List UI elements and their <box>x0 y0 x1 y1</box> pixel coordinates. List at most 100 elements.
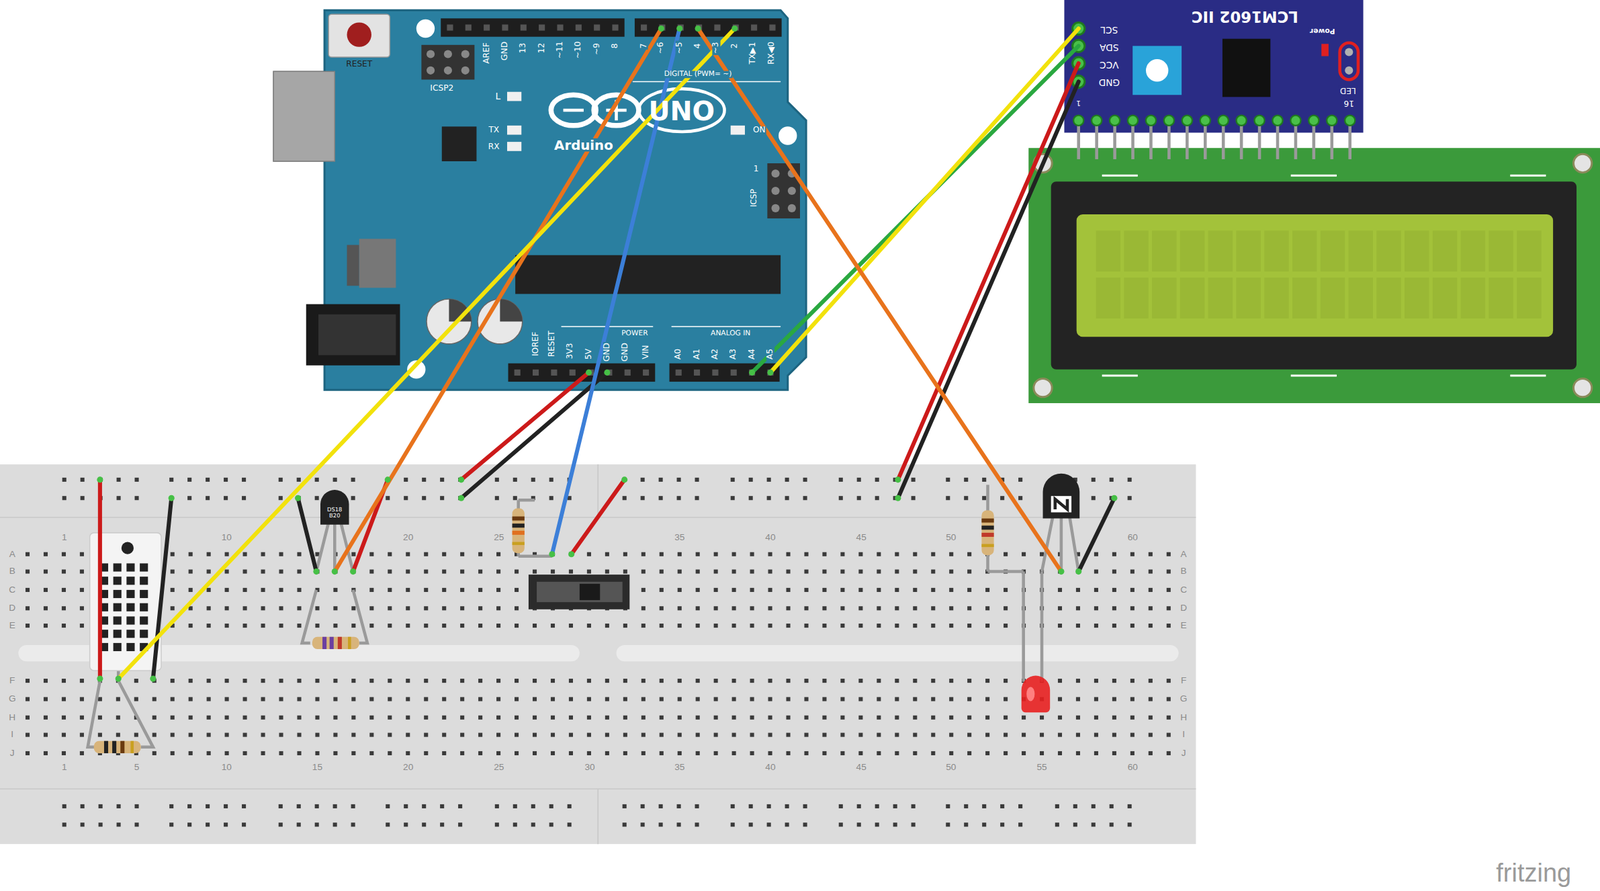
breadboard-hole <box>1057 696 1062 701</box>
breadboard-hole <box>495 804 500 809</box>
breadboard-hole <box>116 477 121 482</box>
row-letter: E <box>8 620 17 631</box>
breadboard-hole <box>875 495 880 500</box>
breadboard-hole <box>135 822 140 827</box>
breadboard-hole <box>80 495 85 500</box>
breadboard-hole <box>61 678 66 683</box>
breadboard-hole <box>641 623 646 628</box>
breadboard-hole <box>550 569 555 574</box>
breadboard-hole <box>369 750 374 755</box>
breadboard-hole <box>61 732 66 737</box>
breadboard-hole <box>732 696 737 701</box>
breadboard-hole <box>43 732 48 737</box>
breadboard-hole <box>1094 605 1099 610</box>
row-letter: D <box>8 603 17 613</box>
breadboard-hole <box>278 732 283 737</box>
breadboard-hole <box>840 569 845 574</box>
dht-sensor <box>113 615 122 625</box>
breadboard-hole <box>514 587 519 592</box>
breadboard-hole <box>840 732 845 737</box>
breadboard-hole <box>439 804 444 809</box>
breadboard-hole <box>61 587 66 592</box>
lcd-pin <box>1145 115 1157 126</box>
lcd-display <box>1102 174 1138 177</box>
breadboard-hole <box>714 587 719 592</box>
breadboard-hole <box>949 715 954 720</box>
dht-sensor <box>139 603 148 612</box>
resistor <box>87 484 1024 753</box>
breadboard-hole <box>1057 605 1062 610</box>
breadboard-hole <box>513 477 518 482</box>
lcd-character-cell <box>1488 277 1513 319</box>
breadboard-hole <box>840 623 845 628</box>
breadboard-hole <box>387 750 392 755</box>
breadboard-hole <box>1018 477 1023 482</box>
dht-sensor <box>113 589 122 598</box>
pin-header <box>556 24 563 31</box>
breadboard-hole <box>460 696 465 701</box>
row-letter: B <box>1179 566 1188 577</box>
breadboard-hole <box>170 569 175 574</box>
breadboard-hole <box>568 678 573 683</box>
pin-label: ~11 <box>556 40 565 60</box>
pin-label: A0 <box>674 347 683 361</box>
lcd-display <box>1033 378 1052 397</box>
wire-end <box>1110 495 1118 502</box>
resistor <box>518 498 535 502</box>
resistor <box>347 636 352 649</box>
breadboard-hole <box>768 605 773 610</box>
breadboard-hole <box>351 696 356 701</box>
breadboard-hole <box>677 495 682 500</box>
breadboard-hole <box>876 552 881 557</box>
breadboard-hole <box>804 750 809 755</box>
breadboard-hole <box>333 678 338 683</box>
breadboard-hole <box>695 804 700 809</box>
breadboard-hole <box>730 477 735 482</box>
pin-header <box>769 24 776 31</box>
breadboard-hole <box>421 822 426 827</box>
breadboard-hole <box>876 587 881 592</box>
breadboard-hole <box>623 623 628 628</box>
breadboard-hole <box>605 552 610 557</box>
breadboard-hole <box>930 587 936 592</box>
breadboard-hole <box>641 569 646 574</box>
i2c-module <box>1132 45 1182 95</box>
breadboard-hole <box>659 623 664 628</box>
breadboard-hole <box>750 605 755 610</box>
breadboard-hole <box>441 678 447 683</box>
column-number: 35 <box>673 762 686 772</box>
breadboard-hole <box>405 678 410 683</box>
arduino-board <box>778 126 797 145</box>
breadboard-hole <box>912 605 917 610</box>
breadboard-hole <box>640 477 645 482</box>
breadboard-hole <box>605 715 610 720</box>
breadboard-hole <box>385 804 390 809</box>
breadboard-hole <box>25 605 30 610</box>
breadboard-hole <box>80 822 85 827</box>
breadboard-hole <box>98 732 103 737</box>
breadboard-hole <box>695 623 700 628</box>
wire-end <box>458 495 465 502</box>
breadboard-hole <box>296 822 301 827</box>
breadboard-hole <box>677 569 682 574</box>
breadboard-hole <box>61 750 66 755</box>
pin-label: 7 <box>639 42 648 50</box>
breadboard-hole <box>840 678 845 683</box>
breadboard-hole <box>205 495 210 500</box>
breadboard-hole <box>460 678 465 683</box>
breadboard-hole <box>206 732 211 737</box>
breadboard-hole <box>43 552 48 557</box>
part-label: DS18 B20 <box>325 507 344 520</box>
breadboard-hole <box>351 732 356 737</box>
breadboard-hole <box>623 750 628 755</box>
pin-header <box>501 24 508 31</box>
breadboard-hole <box>439 495 444 500</box>
wire-end <box>603 369 610 376</box>
breadboard-hole <box>732 552 737 557</box>
breadboard-hole <box>568 569 573 574</box>
breadboard-hole <box>188 587 193 592</box>
wire-end <box>748 369 755 376</box>
breadboard-hole <box>1112 750 1117 755</box>
breadboard-hole <box>225 750 230 755</box>
i2c-module <box>1145 59 1169 82</box>
